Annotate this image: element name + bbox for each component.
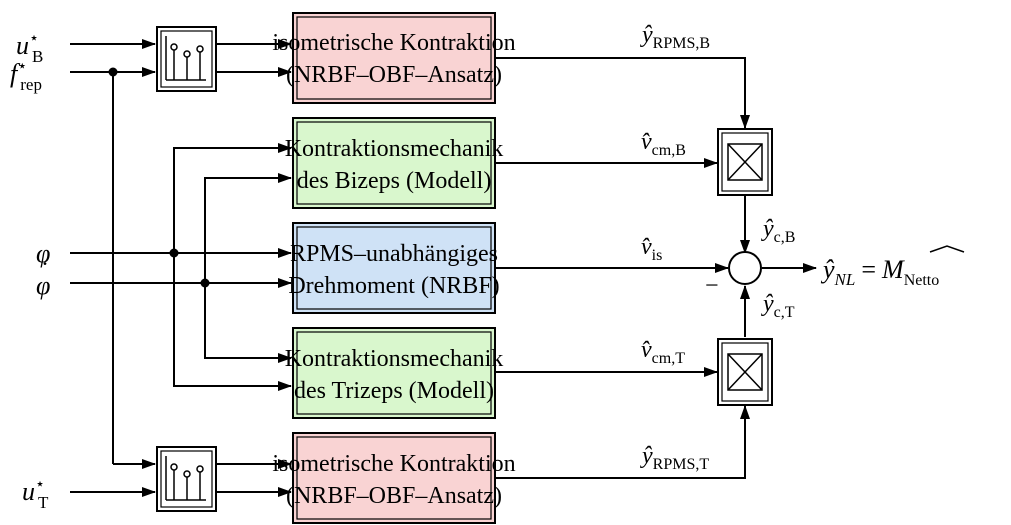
block-rpms-drehmoment: RPMS–unabhängiges Drehmoment (NRBF) (288, 222, 500, 314)
signal-v-cm-t-label: v̂cm,T (641, 337, 685, 367)
signal-v-is-label: v̂is (641, 234, 662, 264)
multiply-icon (727, 353, 763, 391)
block-label-line1: isometrische Kontraktion (272, 30, 515, 56)
block-kontraktion-bizeps: Kontraktionsmechanik des Bizeps (Modell) (285, 117, 504, 209)
wire-phi-bus (173, 147, 291, 387)
sample-icon (165, 456, 206, 501)
output-equation: ŷNL=MNetto (820, 255, 939, 289)
block-label-line2: des Bizeps (Modell) (297, 168, 492, 194)
input-phi-dot-label: φ (36, 271, 50, 300)
block-label-line1: RPMS–unabhängiges (290, 241, 498, 267)
block-label-line2: Drehmoment (NRBF) (288, 273, 499, 299)
junction-f-rep (108, 67, 118, 77)
block-label-line2: (NRBF–OBF–Ansatz) (286, 483, 502, 509)
signal-v-cm-b-label: v̂cm,B (641, 129, 686, 159)
block-label-line1: Kontraktionsmechanik (285, 346, 504, 372)
block-isometric-trizeps: isometrische Kontraktion (NRBF–OBF–Ansat… (272, 432, 516, 524)
sampler-block-bottom (156, 446, 217, 512)
input-f-rep-label: f⋆rep (10, 58, 42, 94)
block-kontraktion-trizeps: Kontraktionsmechanik des Trizeps (Modell… (285, 327, 504, 419)
minus-sign: − (705, 273, 719, 299)
multiplier-block-bizeps (717, 128, 773, 196)
multiply-icon (727, 143, 763, 181)
input-phi-dot-accent: ˙ (39, 257, 48, 286)
block-label-line1: isometrische Kontraktion (272, 451, 515, 477)
signal-y-rpms-t-label: ŷRPMS,T (640, 443, 709, 473)
sample-icon (165, 36, 206, 81)
input-u-t-label: u⋆T (22, 476, 49, 512)
block-isometric-bizeps: isometrische Kontraktion (NRBF–OBF–Ansat… (272, 12, 516, 104)
signal-y-rpms-b-label: ŷRPMS,B (640, 22, 710, 52)
sampler-block-top (156, 26, 217, 92)
multiplier-block-trizeps (717, 338, 773, 406)
output-hat-accent (929, 245, 965, 253)
wire-phi-dot-bus (204, 177, 291, 359)
block-label-line2: (NRBF–OBF–Ansatz) (286, 62, 502, 88)
input-u-b-label: u⋆B (16, 30, 43, 66)
block-label-line2: des Trizeps (Modell) (294, 378, 494, 404)
signal-y-c-t-label: ŷc,T (761, 291, 795, 321)
input-phi-label: φ (36, 239, 50, 268)
wire-y-rpms-b (495, 57, 750, 129)
block-label-line1: Kontraktionsmechanik (285, 136, 504, 162)
summing-junction (728, 251, 762, 285)
wire-y-rpms-t (495, 405, 750, 479)
signal-y-c-b-label: ŷc,B (761, 216, 795, 246)
